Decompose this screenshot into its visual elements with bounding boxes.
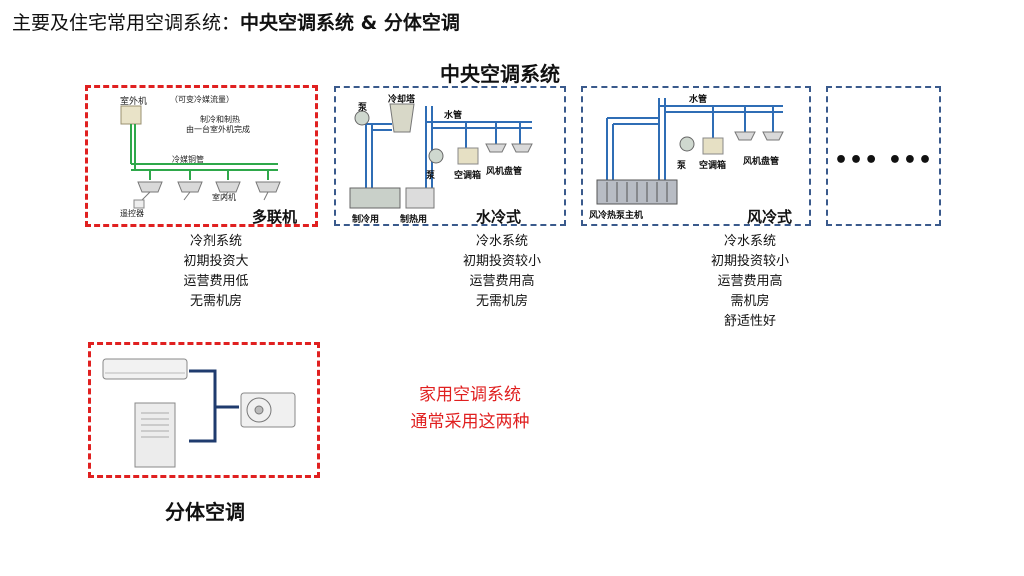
more-ellipsis: ••• •••: [833, 148, 934, 173]
variable-flow-note: （可变冷媒流量）: [170, 95, 234, 104]
home-ac-note: 家用空调系统 通常采用这两种: [395, 382, 545, 436]
connector-lines: [189, 369, 239, 443]
vrf-diagram-box: 室外机 （可变冷媒流量） 制冷和制热 由一台室外机完成 冷媒铜管 室内机 遥控器…: [85, 85, 318, 227]
air-handler-label: 空调箱: [454, 171, 482, 181]
indoor-unit-label: 室内机: [212, 193, 236, 202]
air-handler-icon: [702, 137, 724, 155]
vrf-note-line2: 由一台室外机完成: [186, 125, 250, 134]
home-ac-note-line: 通常采用这两种: [410, 412, 530, 432]
remote-controller-icon: [133, 199, 145, 209]
water-cooled-diagram-box: 冷却塔 泵 水管 泵 空调箱 风机盘管 制冷用 制热用 水冷式: [334, 86, 566, 226]
air-cooled-label: 风冷式: [747, 208, 793, 226]
heater-icon: [405, 187, 435, 209]
air-handler-label: 空调箱: [699, 161, 727, 171]
split-ac-label: 分体空调: [165, 500, 245, 524]
cooling-tower-label: 冷却塔: [388, 95, 416, 105]
water-cooled-desc-line: 初期投资较小: [462, 254, 541, 269]
water-pipe-label: 水管: [689, 95, 708, 105]
pump-label: 泵: [677, 161, 687, 171]
pump-icon: [428, 148, 444, 164]
air-cooled-description: 冷水系统 初期投资较小 运营费用高 需机房 舒适性好: [680, 232, 820, 332]
refrigerant-pipe-lines: [130, 124, 278, 180]
vrf-desc-line: 初期投资大: [183, 254, 249, 269]
outdoor-unit-label: 室外机: [120, 97, 148, 107]
split-ac-diagram: [102, 358, 296, 468]
vrf-note-line1: 制冷和制热: [200, 115, 240, 124]
chiller-icon: [349, 187, 401, 209]
split-ac-diagram-box: [88, 342, 320, 478]
outdoor-unit-icon: [120, 105, 142, 125]
water-cooled-desc-line: 冷水系统: [475, 234, 528, 249]
air-cooled-desc-line: 冷水系统: [723, 234, 776, 249]
water-cooled-desc-line: 运营费用高: [469, 274, 535, 289]
air-cooled-desc-line: 需机房: [730, 294, 770, 309]
vrf-diagram: [120, 105, 281, 209]
more-systems-box: [826, 86, 941, 226]
fan-coil-label: 风机盘管: [743, 157, 780, 167]
indoor-unit-icons: [137, 181, 281, 193]
heat-pump-label: 风冷热泵主机: [589, 211, 644, 221]
fan-coil-icons: [734, 131, 784, 141]
water-pipe-label: 水管: [444, 111, 463, 121]
water-cooled-label: 水冷式: [476, 208, 522, 226]
fan-coil-icons: [485, 143, 533, 153]
heater-label: 制热用: [400, 215, 428, 225]
pump-icon: [354, 110, 370, 126]
air-cooled-desc-line: 运营费用高: [717, 274, 783, 289]
page-title: 主要及住宅常用空调系统：中央空调系统 & 分体空调: [12, 8, 460, 35]
air-handler-icon: [457, 147, 479, 165]
air-cooled-desc-line: 舒适性好: [723, 314, 776, 329]
air-cooled-diagram-box: 水管 泵 空调箱 风机盘管 风冷热泵主机 风冷式: [581, 86, 811, 226]
water-cooled-diagram: [349, 103, 533, 209]
water-cooled-description: 冷水系统 初期投资较小 运营费用高 无需机房: [432, 232, 572, 312]
home-ac-note-line: 家用空调系统: [419, 385, 521, 405]
vrf-label: 多联机: [252, 208, 298, 226]
air-cooled-desc-line: 初期投资较小: [710, 254, 789, 269]
air-cooled-diagram: [596, 98, 784, 205]
pump-icon: [679, 136, 695, 152]
central-ac-title: 中央空调系统: [440, 62, 560, 86]
vrf-description: 冷剂系统 初期投资大 运营费用低 无需机房: [146, 232, 286, 312]
pump-label: 泵: [426, 171, 436, 181]
page-title-emphasis: 中央空调系统 & 分体空调: [240, 12, 460, 34]
floor-unit-icon: [134, 402, 176, 468]
wall-unit-icon: [102, 358, 188, 380]
outdoor-unit-icon: [240, 392, 296, 428]
water-cooled-desc-line: 无需机房: [475, 294, 528, 309]
water-pipe-lines: [606, 98, 783, 180]
pump-label: 泵: [358, 103, 368, 113]
controller-label: 遥控器: [120, 209, 144, 218]
vrf-desc-line: 运营费用低: [183, 274, 249, 289]
vrf-desc-line: 无需机房: [189, 294, 242, 309]
refrigerant-pipe-label: 冷媒铜管: [172, 155, 204, 164]
page-title-prefix: 主要及住宅常用空调系统：: [12, 12, 241, 34]
cooling-tower-icon: [389, 103, 415, 133]
chiller-label: 制冷用: [352, 215, 380, 225]
fan-coil-label: 风机盘管: [486, 167, 523, 177]
vrf-desc-line: 冷剂系统: [189, 234, 242, 249]
